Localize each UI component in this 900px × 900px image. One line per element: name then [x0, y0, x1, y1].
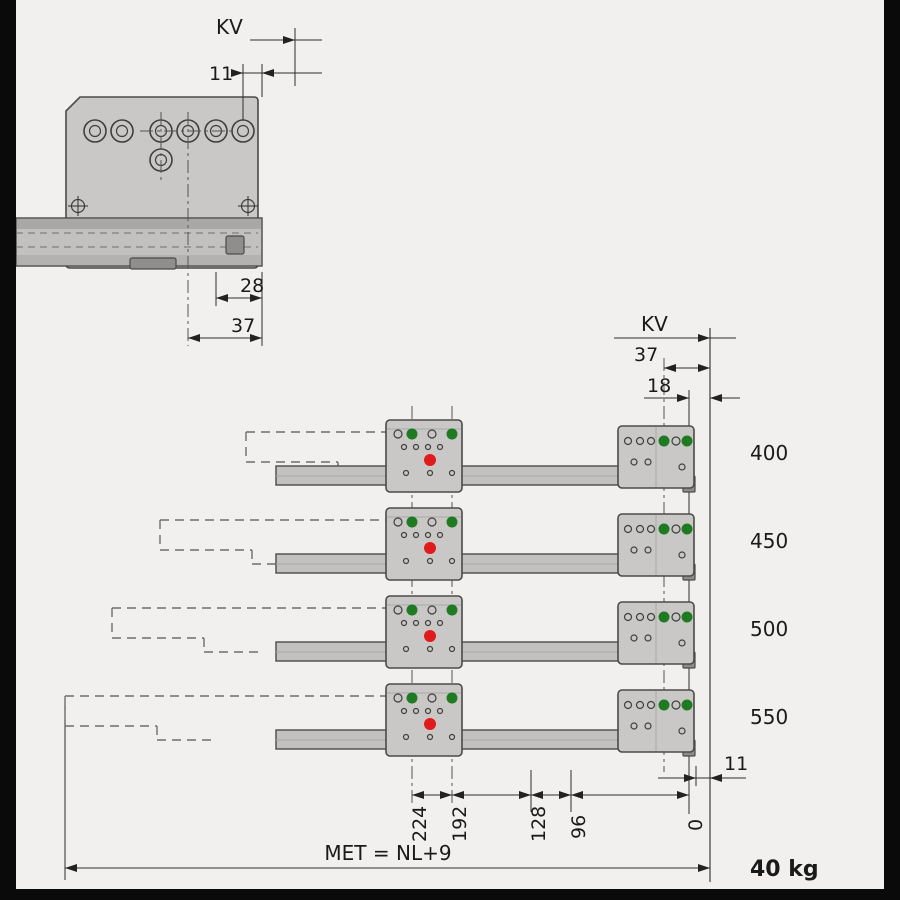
detail-rail: [15, 217, 263, 270]
hole-position-224: 224: [409, 806, 431, 842]
drawer-phantom-outline: [245, 431, 386, 477]
met-formula-label: MET = NL+9: [324, 841, 451, 865]
row-label-500: 500: [750, 617, 788, 641]
drawer-phantom-outline: [159, 519, 386, 565]
row-label-450: 450: [750, 529, 788, 553]
release-latch: [225, 235, 245, 255]
slide-row-550: 550: [64, 683, 788, 757]
detail-dim-kv: KV: [216, 15, 322, 44]
met-dimension: MET = NL+9: [65, 841, 710, 872]
stack-dim-11: 11: [658, 753, 748, 782]
detail-centerlines: [140, 112, 232, 346]
detail-dim-28: 28: [216, 275, 264, 302]
load-rating-label: 40 kg: [750, 857, 819, 882]
hole-position-dimension-chain: 224 192 128 96 0: [409, 791, 707, 842]
row-label-400: 400: [750, 441, 788, 465]
detail-dim-11: 11: [209, 63, 322, 85]
slide-row-400: 400: [245, 419, 788, 493]
drawer-phantom-outline: [111, 607, 386, 653]
frame-bottom-bar: [0, 889, 900, 900]
detail-dim-37-label: 37: [231, 315, 255, 337]
detail-kv-label: KV: [216, 15, 243, 39]
stack-dim-37-label: 37: [634, 344, 658, 366]
slide-row-500: 500: [111, 595, 788, 669]
detail-dim-37: 37: [188, 315, 262, 342]
frame-left-bar: [0, 0, 16, 900]
stack-kv-label: KV: [641, 312, 668, 336]
length-variants-view: KV 37 18 400 450 500: [64, 312, 819, 882]
stack-dim-37: 37: [634, 344, 710, 372]
hole-position-128: 128: [528, 806, 550, 842]
hole-position-192: 192: [449, 806, 471, 842]
detail-dim-28-label: 28: [240, 275, 264, 297]
frame-right-bar: [884, 0, 900, 900]
stack-dim-18: 18: [644, 375, 740, 402]
drawer-phantom-outline: [64, 695, 386, 741]
front-bracket-detail-view: KV 11 28 37: [15, 15, 322, 346]
stack-dim-11-label: 11: [724, 753, 748, 775]
stack-dim-kv: KV: [614, 312, 736, 342]
row-label-550: 550: [750, 705, 788, 729]
detail-dim-11-label: 11: [209, 63, 233, 85]
hole-position-96: 96: [568, 815, 590, 839]
slide-row-450: 450: [159, 507, 788, 581]
hole-position-0: 0: [685, 819, 707, 831]
rail-hook: [129, 257, 177, 270]
stack-dim-18-label: 18: [647, 375, 671, 397]
